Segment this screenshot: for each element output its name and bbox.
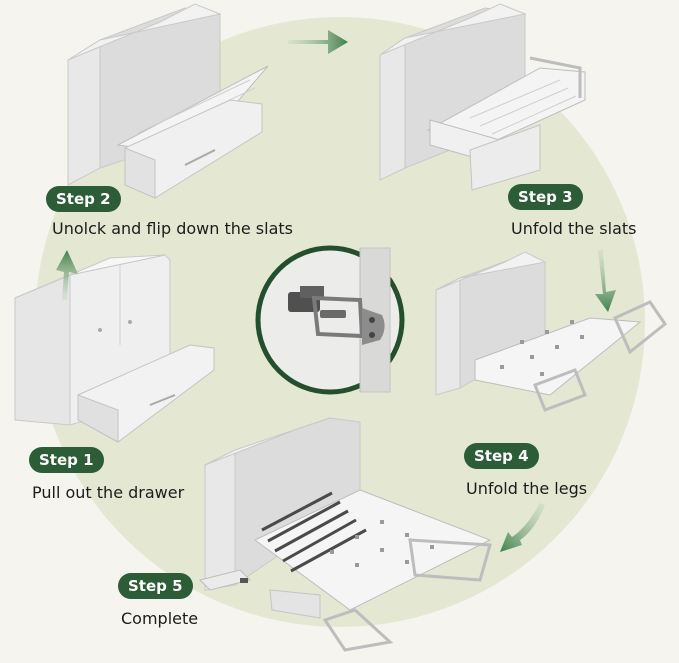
arrow-icon bbox=[56, 250, 78, 300]
step2-illustration bbox=[67, 3, 269, 199]
step-4-caption: Unfold the legs bbox=[466, 479, 588, 498]
step-3-badge: Step 3 bbox=[508, 184, 583, 210]
step5-illustration bbox=[199, 417, 492, 652]
step-1-badge: Step 1 bbox=[29, 447, 104, 473]
arrow-icon bbox=[595, 250, 616, 312]
step-2-caption: Unolck and flip down the slats bbox=[52, 219, 293, 238]
step-4-badge: Step 4 bbox=[464, 443, 539, 469]
step-1-caption: Pull out the drawer bbox=[32, 483, 185, 502]
arrow-icon bbox=[288, 30, 348, 54]
step1-illustration bbox=[14, 254, 215, 443]
step3-illustration bbox=[379, 3, 586, 191]
latch-icon bbox=[288, 286, 385, 345]
arrow-icon bbox=[500, 503, 545, 552]
step-5-caption: Complete bbox=[121, 609, 199, 628]
latch-inset bbox=[255, 245, 405, 395]
step-2-badge: Step 2 bbox=[46, 186, 121, 212]
step-3-caption: Unfold the slats bbox=[511, 219, 637, 238]
step-5-badge: Step 5 bbox=[118, 573, 193, 599]
step4-illustration bbox=[435, 251, 668, 412]
